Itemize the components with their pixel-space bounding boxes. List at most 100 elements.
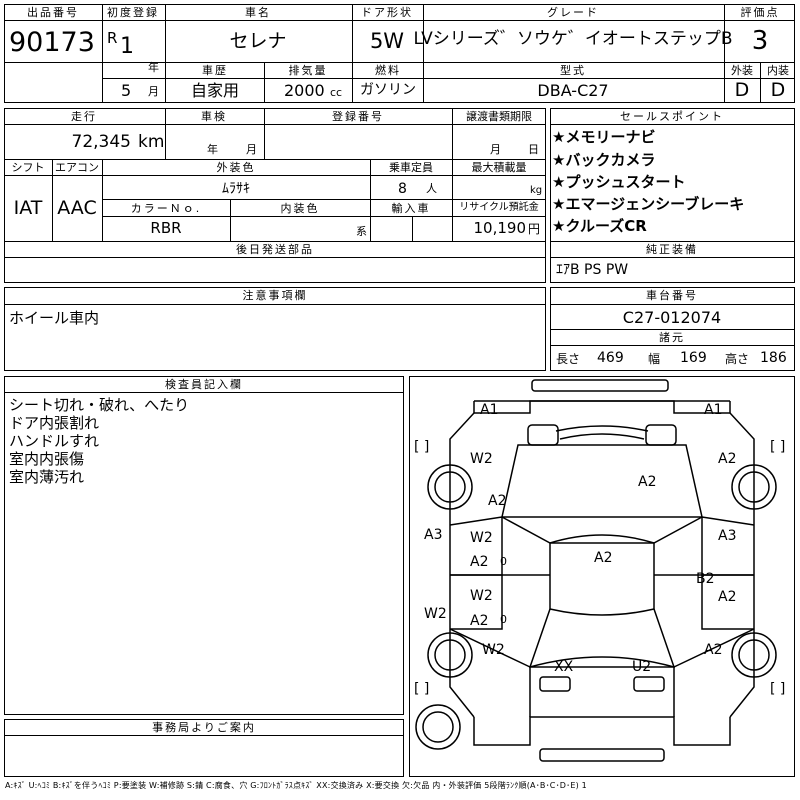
history-label: 車歴 [202, 64, 228, 77]
damage-mark: A2 [704, 642, 722, 658]
damage-mark: A2 [594, 550, 612, 566]
mileage-label: 走行 [71, 110, 97, 123]
displacement-unit: cc [330, 86, 343, 99]
import-label: 輸入車 [391, 202, 431, 215]
score-label: 評価点 [740, 6, 780, 19]
inspection-month-unit: 月 [246, 143, 257, 156]
inspector-block [4, 376, 404, 715]
equipment-label: 純正装備 [646, 243, 698, 256]
damage-mark: XX [554, 659, 574, 675]
legend: A:ｷｽﾞ U:ﾍｺﾐ B:ｷｽﾞを伴うﾍｺﾐ P:要塗装 W:補修跡 S:錆 … [5, 781, 587, 790]
damage-mark: A3 [718, 528, 736, 544]
office-label: 事務局よりご案内 [152, 721, 256, 734]
era: R [107, 29, 118, 47]
displacement: 2000 [284, 81, 325, 100]
damage-mark: A2 [470, 554, 488, 570]
fuel: ガソリン [360, 82, 416, 98]
capacity-unit: 人 [426, 182, 437, 195]
height-label: 高さ [725, 352, 750, 366]
damage-mark: A1 [704, 402, 722, 418]
color-no-label: カラーＮｏ. [130, 202, 202, 215]
car-name: セレナ [229, 30, 287, 52]
bracket-left-front: [ ] [414, 439, 429, 455]
sales-points-block [550, 108, 795, 283]
damage-mark: A1 [480, 402, 498, 418]
header-block [4, 4, 795, 103]
ac-label: エアコン [55, 161, 99, 174]
year-unit: 年 [148, 61, 159, 74]
later-parts-label: 後日発送部品 [236, 243, 314, 256]
score: 3 [751, 26, 769, 56]
damage-mark: A2 [718, 589, 736, 605]
width: 169 [680, 350, 707, 366]
first-reg-label: 初度登録 [107, 6, 159, 19]
ext-label: 外装 [731, 64, 753, 77]
shift-label: シフト [11, 161, 45, 174]
int-grade: D [770, 79, 786, 101]
recycle-label: リサイクル預託金 [459, 202, 539, 213]
transfer-month-unit: 月 [490, 143, 501, 156]
sales-point-item: ★クルーズCR [552, 217, 647, 235]
ext-color: ﾑﾗｻｷ [222, 181, 250, 197]
load-unit: kg [530, 185, 543, 196]
ext-grade: D [734, 79, 750, 101]
damage-mark: A2 [638, 474, 656, 490]
notes-label: 注意事項欄 [242, 289, 308, 302]
equipment: ｴｱB PS PW [556, 262, 629, 278]
color-no: RBR [150, 219, 182, 237]
damage-mark: W2 [470, 588, 493, 604]
recycle-fee: 10,190 [473, 219, 527, 237]
lot-no: 90173 [9, 27, 95, 58]
model: DBA-C27 [537, 81, 609, 100]
transfer-day-unit: 日 [528, 143, 539, 156]
chassis-label: 車台番号 [646, 289, 698, 302]
damage-mark: W2 [470, 451, 493, 467]
damage-mark: W2 [470, 530, 493, 546]
inspector-item: シート切れ・破れ、へたり [9, 396, 190, 414]
inspector-item: 室内内張傷 [9, 450, 85, 468]
sales-point-item: ★エマージェンシーブレーキ [552, 195, 745, 213]
recycle-unit: 円 [528, 222, 541, 236]
sales-point-item: ★バックカメラ [552, 151, 656, 169]
height: 186 [760, 350, 787, 366]
inspector-label: 検査員記入欄 [165, 378, 243, 391]
load-label: 最大積載量 [471, 161, 527, 174]
bracket-right-front: [ ] [770, 439, 785, 455]
grade: LVシリーズ゛ソウケ゛イオートステップB [413, 29, 733, 49]
damage-mark: A2 [470, 613, 488, 629]
chassis-no: C27-012074 [622, 308, 722, 327]
car-name-label: 車名 [245, 6, 271, 19]
era-year: 1 [120, 34, 134, 59]
shift: IAT [13, 197, 43, 219]
inspection-label: 車検 [201, 110, 227, 123]
plate-label: 登録番号 [332, 110, 384, 123]
inspection-year-unit: 年 [207, 143, 218, 156]
model-label: 型式 [560, 64, 586, 77]
int-color-label: 内装色 [280, 202, 320, 215]
capacity-label: 乗車定員 [389, 161, 433, 174]
door-label: ドア形状 [361, 6, 413, 19]
damage-mark: A2 [718, 451, 736, 467]
displacement-label: 排気量 [288, 64, 328, 77]
sales-point-item: ★メモリーナビ [552, 128, 656, 146]
month-unit: 月 [148, 85, 159, 98]
inspector-item: ハンドルすれ [9, 432, 100, 450]
transfer-label: 譲渡書類期限 [466, 110, 532, 123]
damage-mark: A3 [424, 527, 442, 543]
sales-point-item: ★プッシュスタート [552, 173, 686, 191]
bracket-right-rear: [ ] [770, 681, 785, 697]
history: 自家用 [190, 81, 240, 100]
inspector-item: 室内薄汚れ [9, 468, 85, 486]
damage-mark: W2 [424, 606, 447, 622]
damage-mark: 0 [500, 613, 507, 626]
damage-mark: U2 [632, 659, 651, 675]
damage-diagram: [ ] [ ] [ ] [ ] A1 A1 W2 A2 A2 A2 A3 A3 … [409, 376, 795, 777]
mileage: 72,345 [71, 132, 131, 152]
damage-mark: 0 [500, 555, 507, 568]
inspector-item: ドア内張割れ [9, 414, 100, 432]
damage-mark: A2 [488, 493, 506, 509]
car-diagram: [ ] [ ] [ ] [ ] A1 A1 W2 A2 A2 A2 A3 A3 … [414, 379, 785, 762]
length-label: 長さ [556, 352, 581, 366]
lot-no-label: 出品番号 [27, 6, 79, 19]
int-color-unit: 系 [356, 225, 367, 238]
